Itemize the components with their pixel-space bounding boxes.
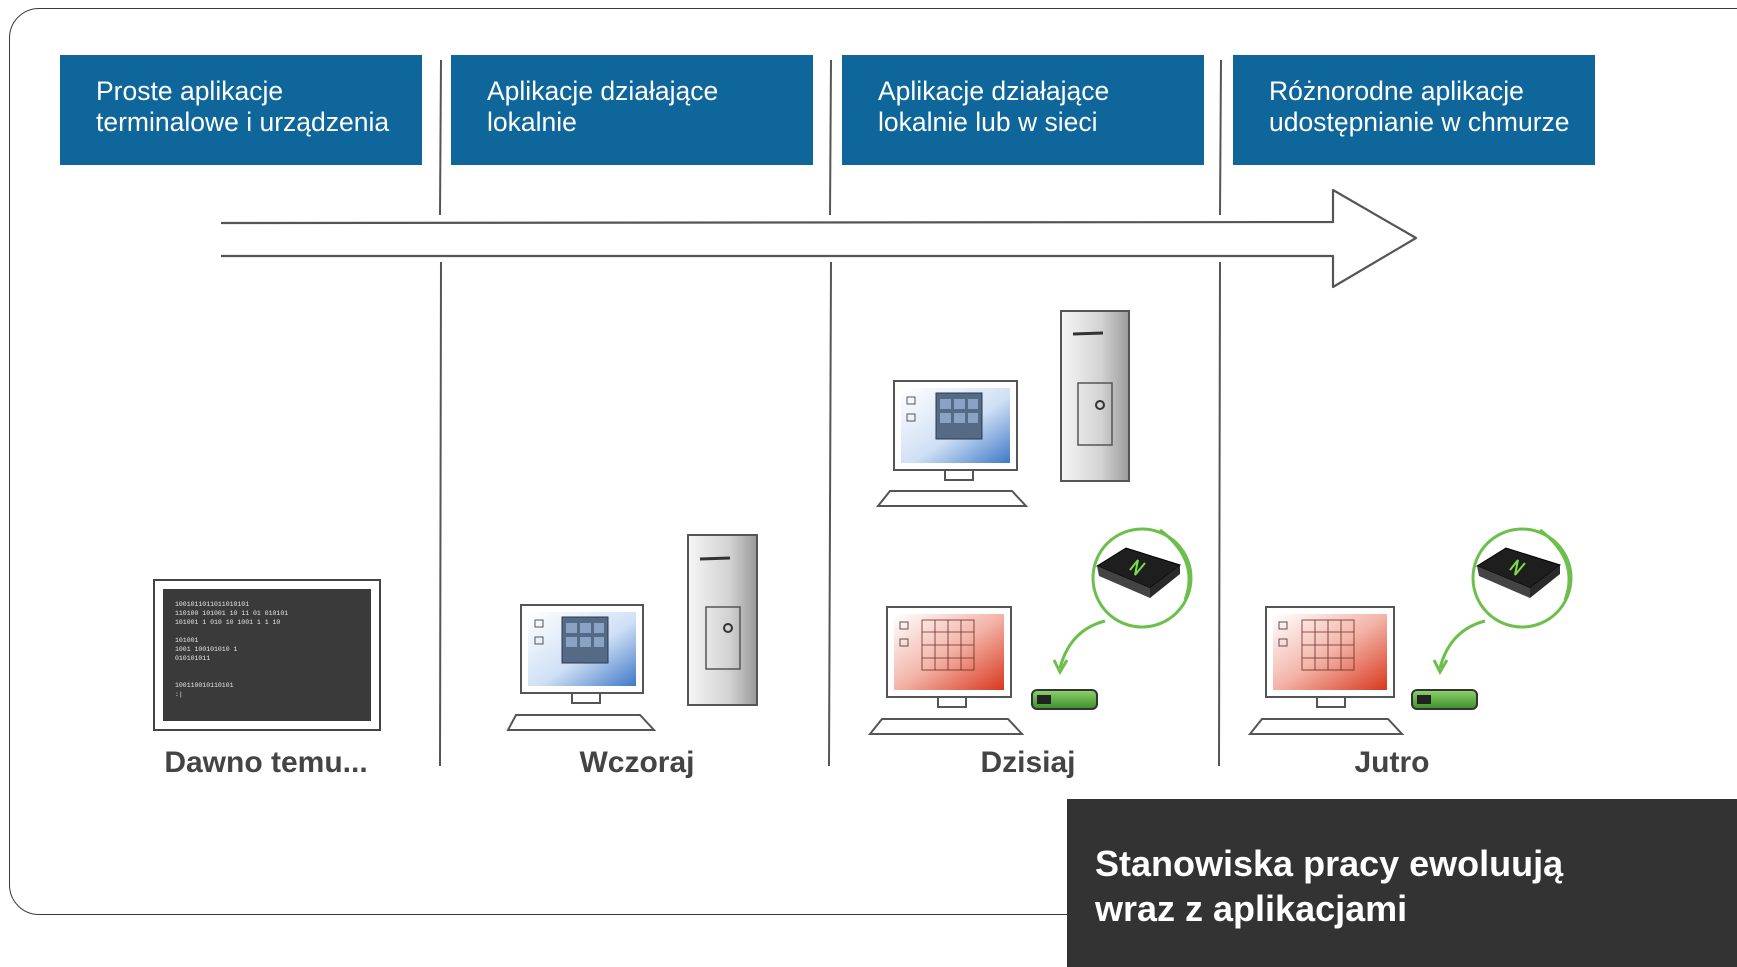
caption-line1: Stanowiska pracy ewoluują: [1095, 843, 1564, 884]
terminal-line: 1001 100101010 1: [175, 646, 238, 653]
terminal-line: 101001 1 010 10 1001 1 1 10: [175, 619, 280, 626]
era-label-long-ago: Dawno temu...: [164, 746, 368, 779]
column-dividers: [439, 59, 1222, 767]
desktop-computer-icon-dzisiaj-local: [875, 380, 1029, 507]
header-local-apps-line2: lokalnie: [487, 107, 577, 137]
header-local-or-network-apps-line2: lokalnie lub w sieci: [878, 107, 1098, 137]
header-cloud-apps-line2: udostępnianie w chmurze: [1269, 107, 1570, 137]
terminal-line: 101001: [175, 637, 199, 644]
zero-client-device-icon-jutro: [1432, 527, 1573, 676]
terminal-line: 010101011: [175, 655, 210, 662]
divider-3: [1218, 59, 1222, 767]
desktop-computer-icon-jutro: [1247, 606, 1405, 735]
header-local-or-network-apps: Aplikacje działające lokalnie lub w siec…: [842, 55, 1204, 165]
tower-case-icon-dzisiaj: [1060, 310, 1130, 482]
usb-key-icon-dzisiaj: [1031, 689, 1098, 710]
header-terminal-apps-line2: terminalowe i urządzenia: [96, 107, 390, 137]
terminal-icon: 1001011011011010101 110100 101001 10 11 0…: [153, 579, 381, 731]
zero-client-device-icon-dzisiaj: [1052, 527, 1193, 676]
header-cloud-apps: Różnorodne aplikacje udostępnianie w chm…: [1233, 55, 1595, 165]
terminal-line: :|: [175, 691, 183, 698]
divider-2: [828, 59, 832, 767]
header-local-apps: Aplikacje działające lokalnie: [451, 55, 813, 165]
terminal-line: 110100 101001 10 11 01 010101: [175, 610, 288, 617]
era-label-yesterday: Wczoraj: [579, 746, 695, 779]
caption-line2: wraz z aplikacjami: [1095, 888, 1408, 929]
tower-case-icon-wczoraj: [687, 534, 758, 706]
diagram-frame: [9, 8, 1737, 915]
era-label-today: Dzisiaj: [980, 746, 1076, 779]
header-local-apps-line1: Aplikacje działające: [487, 76, 719, 106]
timeline-arrow: [220, 188, 1418, 289]
era-label-tomorrow: Jutro: [1354, 746, 1430, 779]
header-local-or-network-apps-line1: Aplikacje działające: [878, 76, 1110, 106]
desktop-computer-icon-dzisiaj-cloud: [867, 606, 1025, 735]
header-terminal-apps-line1: Proste aplikacje: [96, 76, 284, 106]
header-cloud-apps-line1: Różnorodne aplikacje: [1269, 76, 1524, 106]
desktop-computer-icon-wczoraj: [506, 604, 657, 731]
caption-text: Stanowiska pracy ewoluują wraz z aplikac…: [1095, 841, 1563, 931]
header-terminal-apps: Proste aplikacje terminalowe i urządzeni…: [60, 55, 422, 165]
usb-key-icon-jutro: [1411, 689, 1478, 710]
terminal-line: 1001011011011010101: [175, 601, 249, 608]
caption-panel: Stanowiska pracy ewoluują wraz z aplikac…: [1067, 799, 1737, 967]
terminal-line: 100110010110101: [175, 682, 234, 689]
divider-1: [439, 59, 442, 767]
